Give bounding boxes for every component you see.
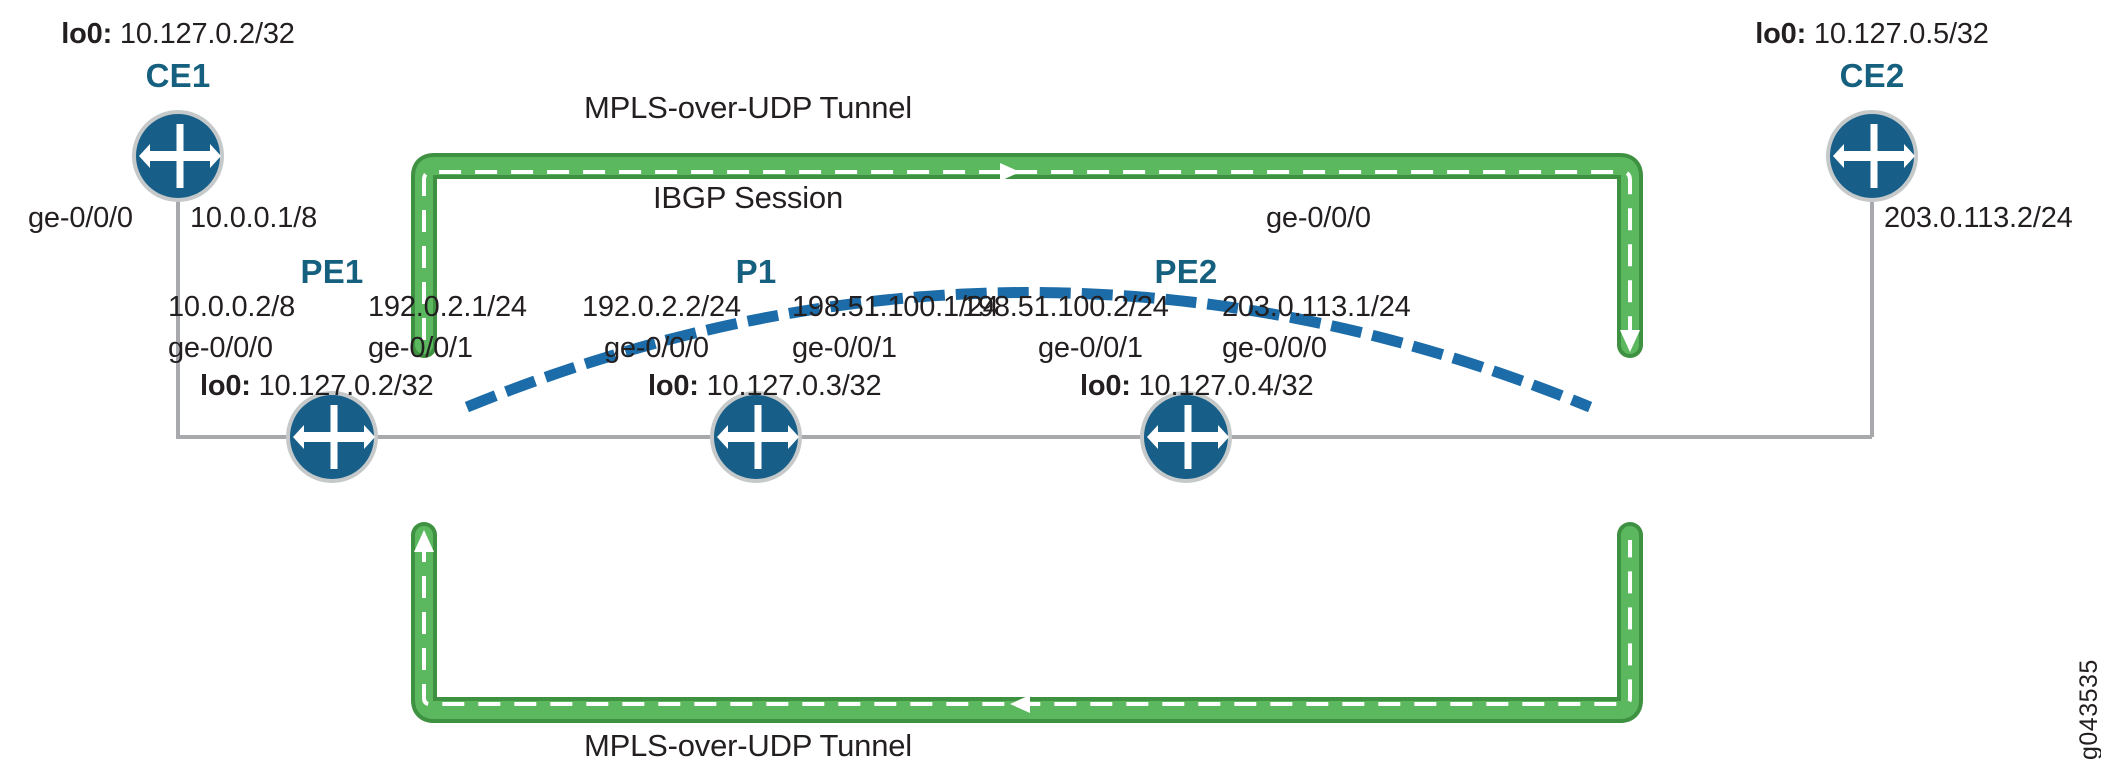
router-icon — [139, 124, 221, 188]
mpls-udp-tunnel-bottom — [411, 522, 1643, 723]
p1-loopback-value: 10.127.0.3/32 — [706, 370, 882, 402]
ce2-loopback-label: lo0: 10.127.0.5/32 — [1755, 18, 1989, 51]
mpls-udp-tunnel-top — [411, 153, 1643, 358]
router-node-pe2[interactable] — [1140, 391, 1232, 483]
p1-interface-ge001-name: ge-0/0/1 — [792, 332, 897, 364]
pe1-interface-ge000-name: ge-0/0/0 — [168, 332, 273, 364]
figure-id-label: g043535 — [2075, 659, 2101, 760]
tunnel-top-label: MPLS-over-UDP Tunnel — [584, 90, 912, 125]
ce2-interface-ge000-address: 203.0.113.2/24 — [1884, 202, 2073, 234]
router-node-ce1[interactable] — [132, 110, 224, 202]
router-node-ce2[interactable] — [1826, 110, 1918, 202]
router-label-pe1: PE1 — [300, 253, 364, 290]
p1-interface-ge001-address: 198.51.100.1/24 — [792, 291, 999, 323]
ce1-interface-ge000-name: ge-0/0/0 — [28, 202, 133, 234]
pe2-loopback-prefix: lo0: — [1080, 370, 1131, 402]
router-icon — [293, 405, 375, 469]
ce1-loopback-label: lo0: 10.127.0.2/32 — [61, 18, 295, 51]
p1-loopback-label: lo0: 10.127.0.3/32 — [648, 370, 882, 403]
ce1-loopback-prefix: lo0: — [61, 18, 113, 50]
ce1-interface-ge000-address: 10.0.0.1/8 — [190, 202, 317, 234]
ce2-interface-ge000-name: ge-0/0/0 — [1266, 202, 1371, 234]
pe2-loopback-label: lo0: 10.127.0.4/32 — [1080, 370, 1314, 403]
ce2-loopback-prefix: lo0: — [1755, 18, 1807, 50]
ibgp-session-label: IBGP Session — [642, 180, 854, 216]
router-icon — [1833, 124, 1915, 188]
tunnel-bottom-label: MPLS-over-UDP Tunnel — [584, 728, 912, 763]
router-node-p1[interactable] — [710, 391, 802, 483]
pe2-interface-ge000-name: ge-0/0/0 — [1222, 332, 1327, 364]
router-label-p1: P1 — [735, 253, 777, 290]
p1-interface-ge000-address: 192.0.2.2/24 — [582, 291, 741, 323]
ibgp-session-link — [464, 287, 1593, 413]
pe2-loopback-value: 10.127.0.4/32 — [1138, 370, 1314, 402]
pe1-interface-ge001-name: ge-0/0/1 — [368, 332, 473, 364]
router-node-pe1[interactable] — [286, 391, 378, 483]
pe1-interface-ge001-address: 192.0.2.1/24 — [368, 291, 527, 323]
p1-interface-ge000-name: ge-0/0/0 — [604, 332, 709, 364]
ce1-loopback-value: 10.127.0.2/32 — [119, 18, 295, 50]
router-label-ce2: CE2 — [1839, 57, 1905, 94]
router-label-ce1: CE1 — [145, 57, 211, 94]
pe2-interface-ge000-address: 203.0.113.1/24 — [1222, 291, 1411, 323]
router-label-pe2: PE2 — [1154, 253, 1218, 290]
pe1-loopback-prefix: lo0: — [200, 370, 251, 402]
pe2-interface-ge001-address: 198.51.100.2/24 — [962, 291, 1169, 323]
router-icon — [717, 405, 799, 469]
pe1-interface-ge000-address: 10.0.0.2/8 — [168, 291, 295, 323]
pe2-interface-ge001-name: ge-0/0/1 — [1038, 332, 1143, 364]
ce2-loopback-value: 10.127.0.5/32 — [1813, 18, 1989, 50]
p1-loopback-prefix: lo0: — [648, 370, 699, 402]
router-icon — [1147, 405, 1229, 469]
pe1-loopback-value: 10.127.0.2/32 — [258, 370, 434, 402]
pe1-loopback-label: lo0: 10.127.0.2/32 — [200, 370, 434, 403]
